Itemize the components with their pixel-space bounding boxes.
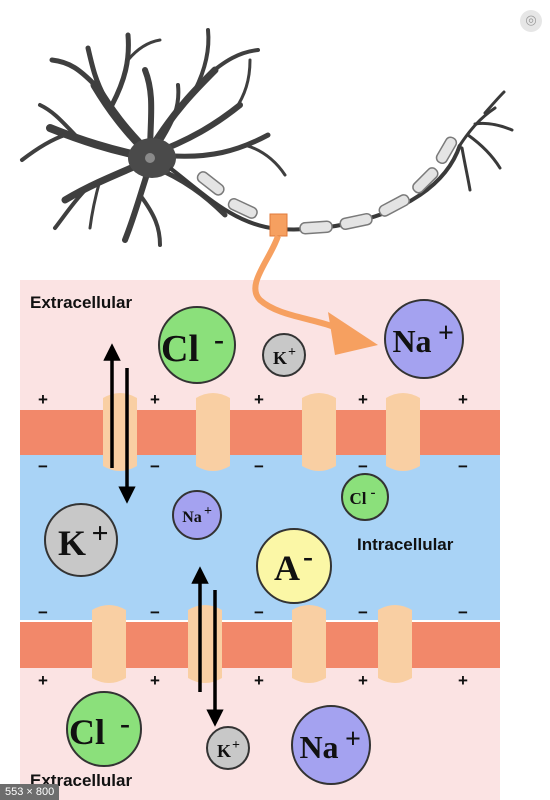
myelin-sheaths <box>196 136 458 235</box>
zoom-callout-arrow <box>252 234 347 335</box>
svg-text:−: − <box>150 603 160 622</box>
svg-text:A: A <box>274 548 300 588</box>
anion-intracellular: A - <box>256 528 332 604</box>
svg-text:+: + <box>38 390 48 409</box>
potassium-ion-bottom: K + <box>206 726 250 770</box>
svg-text:+: + <box>254 390 264 409</box>
svg-text:+: + <box>288 345 296 360</box>
lower-minus-signs: − − − − − <box>38 603 468 622</box>
sodium-ion-bottom: Na + <box>291 705 371 785</box>
svg-text:K: K <box>273 348 287 368</box>
svg-text:Na: Na <box>392 323 431 359</box>
svg-text:−: − <box>38 603 48 622</box>
image-size-badge: 553 × 800 <box>0 784 60 800</box>
svg-text:Cl: Cl <box>161 328 199 370</box>
neuron-illustration <box>20 28 514 247</box>
svg-text:Cl: Cl <box>350 489 367 508</box>
potassium-ion-intracellular: K + <box>44 503 118 577</box>
axon-terminals <box>458 90 514 192</box>
upper-minus-signs: − − − − − <box>38 457 468 476</box>
svg-text:−: − <box>358 603 368 622</box>
svg-text:−: − <box>38 457 48 476</box>
svg-text:-: - <box>214 323 224 356</box>
sodium-ion-intracellular: Na + <box>172 490 222 540</box>
svg-text:+: + <box>232 738 240 753</box>
svg-text:-: - <box>371 485 376 501</box>
svg-text:+: + <box>150 671 160 690</box>
camera-search-icon[interactable]: ◎ <box>520 10 542 32</box>
svg-text:-: - <box>120 707 130 740</box>
svg-text:Na: Na <box>182 509 202 526</box>
nucleus <box>145 153 155 163</box>
svg-text:−: − <box>358 457 368 476</box>
membrane-panel: Extracellular Intracellular Extracellula… <box>20 234 500 800</box>
svg-text:−: − <box>458 457 468 476</box>
svg-text:+: + <box>358 390 368 409</box>
chloride-ion-bottom: Cl - <box>66 691 142 767</box>
svg-text:−: − <box>254 457 264 476</box>
svg-text:+: + <box>150 390 160 409</box>
svg-text:Cl: Cl <box>69 712 105 752</box>
svg-text:+: + <box>254 671 264 690</box>
svg-text:K: K <box>217 741 231 761</box>
lower-plus-signs: + + + + + <box>38 671 468 690</box>
chloride-ion-intracellular: Cl - <box>341 473 389 521</box>
zoom-callout-arrowhead <box>328 312 378 355</box>
svg-text:−: − <box>150 457 160 476</box>
svg-text:+: + <box>358 671 368 690</box>
svg-text:+: + <box>458 671 468 690</box>
upper-plus-signs: + + + + + <box>38 390 468 409</box>
transport-arrows-upper <box>103 343 136 504</box>
upper-membrane <box>20 410 500 455</box>
svg-text:+: + <box>38 671 48 690</box>
svg-text:+: + <box>458 390 468 409</box>
chloride-ion-top: Cl - <box>158 306 236 384</box>
svg-text:-: - <box>303 540 313 573</box>
svg-text:+: + <box>438 318 454 349</box>
extracellular-top-label: Extracellular <box>30 293 132 312</box>
svg-text:+: + <box>91 517 108 550</box>
intracellular-label: Intracellular <box>357 535 454 554</box>
svg-text:+: + <box>345 724 361 755</box>
potassium-ion-top: K + <box>262 333 306 377</box>
svg-text:+: + <box>204 504 212 519</box>
transport-arrows-lower <box>191 566 224 727</box>
zoom-highlight-box <box>269 213 288 237</box>
svg-text:Na: Na <box>299 729 338 765</box>
svg-text:−: − <box>458 603 468 622</box>
sodium-ion-top: Na + <box>384 299 464 379</box>
svg-text:K: K <box>58 523 86 563</box>
svg-text:−: − <box>254 603 264 622</box>
